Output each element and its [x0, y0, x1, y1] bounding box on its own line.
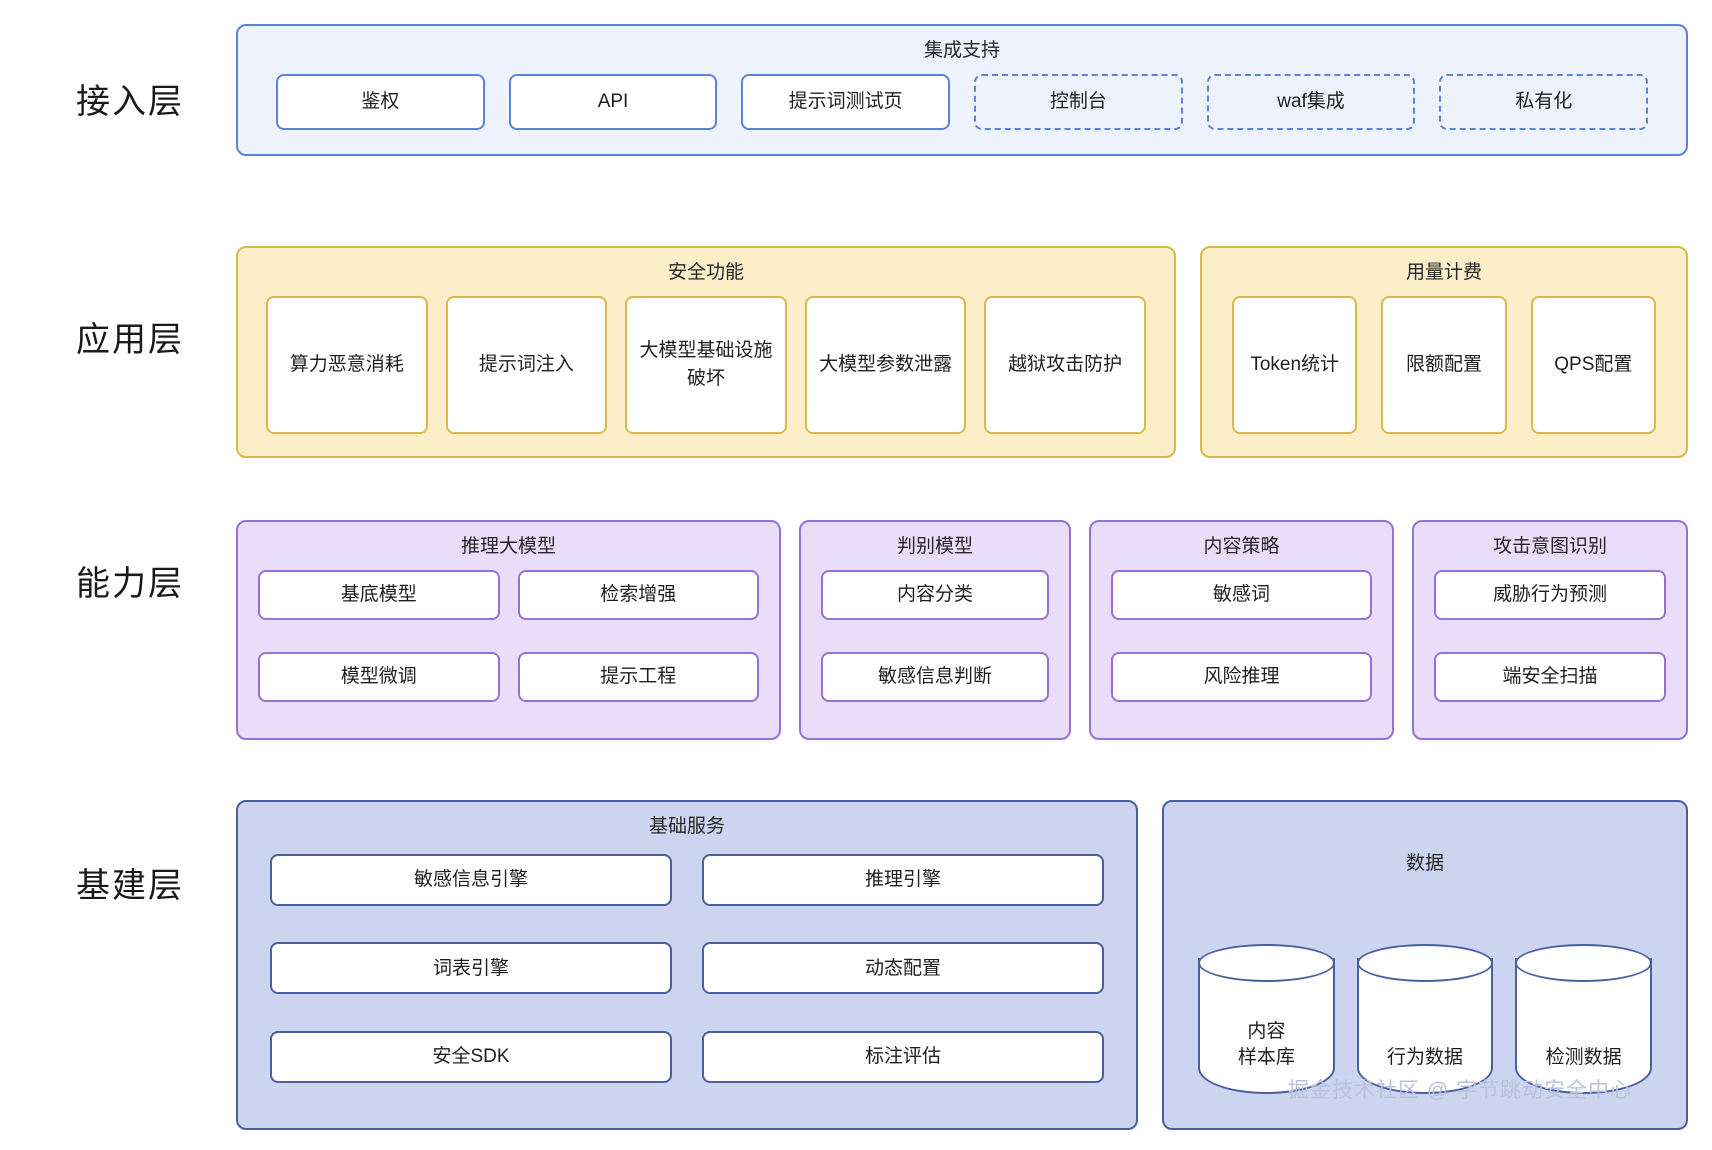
inference-model-group: 推理大模型 基底模型 检索增强 模型微调 提示工程 [236, 520, 781, 740]
access-item-waf[interactable]: waf集成 [1206, 73, 1416, 130]
usage-billing-group: 用量计费 Token统计 限额配置 QPS配置 [1200, 246, 1688, 458]
access-item-prompt-test-page[interactable]: 提示词测试页 [741, 73, 951, 130]
security-function-group: 安全功能 算力恶意消耗 提示词注入 大模型基础设施破坏 大模型参数泄露 越狱攻击… [236, 246, 1176, 458]
attack-intent-item-threat-behavior-prediction[interactable]: 威胁行为预测 [1434, 569, 1666, 620]
data-group-title: 数据 [1405, 853, 1444, 874]
security-item-compute-abuse[interactable]: 算力恶意消耗 [266, 295, 428, 434]
inference-group-title: 推理大模型 [460, 536, 556, 557]
billing-group-body: Token统计 限额配置 QPS配置 [1202, 290, 1686, 456]
inference-item-base-model[interactable]: 基底模型 [258, 569, 500, 620]
access-item-private-deploy[interactable]: 私有化 [1439, 73, 1649, 130]
discriminative-item-content-classification[interactable]: 内容分类 [821, 569, 1049, 620]
security-item-infra-destruction[interactable]: 大模型基础设施破坏 [625, 295, 787, 434]
security-item-param-leak[interactable]: 大模型参数泄露 [804, 295, 967, 434]
access-group-title: 集成支持 [923, 40, 1000, 61]
content-policy-item-sensitive-words[interactable]: 敏感词 [1111, 569, 1372, 620]
data-group: 数据 内容样本库 行为数据 检测数据 掘金技术社区 [1162, 800, 1688, 1130]
inference-item-rag[interactable]: 检索增强 [517, 569, 759, 620]
layer-label-infrastructure: 基建层 [76, 867, 184, 905]
attack-intent-item-endpoint-security-scan[interactable]: 端安全扫描 [1434, 651, 1666, 702]
application-layer-row: 安全功能 算力恶意消耗 提示词注入 大模型基础设施破坏 大模型参数泄露 越狱攻击… [236, 246, 1688, 458]
layer-label-capability: 能力层 [76, 565, 184, 603]
cylinder-top-icon [1198, 944, 1335, 982]
discriminative-model-group: 判别模型 内容分类 敏感信息判断 [799, 520, 1071, 740]
database-label: 检测数据 [1545, 1047, 1622, 1069]
layer-label-access: 接入层 [76, 83, 184, 121]
basic-service-item-sensitive-info-engine[interactable]: 敏感信息引擎 [270, 853, 672, 906]
basic-service-item-inference-engine[interactable]: 推理引擎 [702, 853, 1104, 906]
inference-item-finetune[interactable]: 模型微调 [258, 651, 500, 702]
basic-service-item-security-sdk[interactable]: 安全SDK [270, 1031, 672, 1084]
security-item-jailbreak-defense[interactable]: 越狱攻击防护 [984, 295, 1146, 434]
data-group-body: 内容样本库 行为数据 检测数据 [1164, 881, 1686, 1128]
basic-service-group: 基础服务 敏感信息引擎 推理引擎 词表引擎 动态配置 安全SDK 标注评估 [236, 800, 1138, 1130]
basic-service-group-title: 基础服务 [648, 816, 725, 837]
discriminative-group-body: 内容分类 敏感信息判断 [801, 564, 1069, 738]
inference-item-prompt-eng[interactable]: 提示工程 [517, 651, 759, 702]
database-behavior-data[interactable]: 行为数据 [1356, 944, 1494, 1094]
database-label: 行为数据 [1387, 1047, 1464, 1069]
billing-item-qps-config[interactable]: QPS配置 [1530, 295, 1656, 434]
cylinder-top-icon [1356, 944, 1494, 982]
basic-service-item-dynamic-config[interactable]: 动态配置 [702, 942, 1104, 995]
infrastructure-layer-row: 基础服务 敏感信息引擎 推理引擎 词表引擎 动态配置 安全SDK 标注评估 数据… [236, 800, 1688, 1130]
attack-intent-group: 攻击意图识别 威胁行为预测 端安全扫描 [1412, 520, 1688, 740]
security-group-body: 算力恶意消耗 提示词注入 大模型基础设施破坏 大模型参数泄露 越狱攻击防护 [238, 290, 1174, 456]
access-group-body: 鉴权 API 提示词测试页 控制台 waf集成 私有化 [238, 68, 1686, 154]
database-detection-data[interactable]: 检测数据 [1515, 944, 1653, 1094]
attack-intent-group-body: 威胁行为预测 端安全扫描 [1414, 564, 1686, 738]
content-policy-group-body: 敏感词 风险推理 [1091, 564, 1392, 738]
basic-service-group-body: 敏感信息引擎 推理引擎 词表引擎 动态配置 安全SDK 标注评估 [238, 844, 1136, 1128]
database-content-sample[interactable]: 内容样本库 [1198, 944, 1335, 1094]
billing-item-quota-config[interactable]: 限额配置 [1381, 295, 1507, 434]
inference-group-body: 基底模型 检索增强 模型微调 提示工程 [238, 564, 779, 738]
discriminative-group-title: 判别模型 [896, 536, 973, 557]
basic-service-item-wordlist-engine[interactable]: 词表引擎 [270, 942, 672, 995]
access-item-api[interactable]: API [508, 73, 718, 130]
cylinder-top-icon [1515, 944, 1653, 982]
security-item-prompt-injection[interactable]: 提示词注入 [445, 295, 608, 434]
capability-layer-row: 推理大模型 基底模型 检索增强 模型微调 提示工程 判别模型 内容分类 敏感信息… [236, 520, 1688, 740]
discriminative-item-sensitive-info-judgement[interactable]: 敏感信息判断 [821, 651, 1049, 702]
billing-item-token-stats[interactable]: Token统计 [1232, 295, 1358, 434]
access-item-console[interactable]: 控制台 [974, 73, 1183, 130]
database-label: 内容样本库 [1237, 1020, 1295, 1069]
content-policy-item-risk-reasoning[interactable]: 风险推理 [1111, 651, 1372, 702]
basic-service-item-annotation-eval[interactable]: 标注评估 [702, 1031, 1104, 1084]
billing-group-title: 用量计费 [1405, 262, 1482, 283]
attack-intent-group-title: 攻击意图识别 [1492, 536, 1607, 557]
security-group-title: 安全功能 [667, 262, 744, 283]
access-layer-group: 集成支持 鉴权 API 提示词测试页 控制台 waf集成 私有化 [236, 24, 1688, 156]
layer-label-application: 应用层 [76, 321, 184, 359]
access-item-auth[interactable]: 鉴权 [276, 73, 485, 130]
content-policy-group: 内容策略 敏感词 风险推理 [1089, 520, 1394, 740]
content-policy-group-title: 内容策略 [1203, 536, 1280, 557]
